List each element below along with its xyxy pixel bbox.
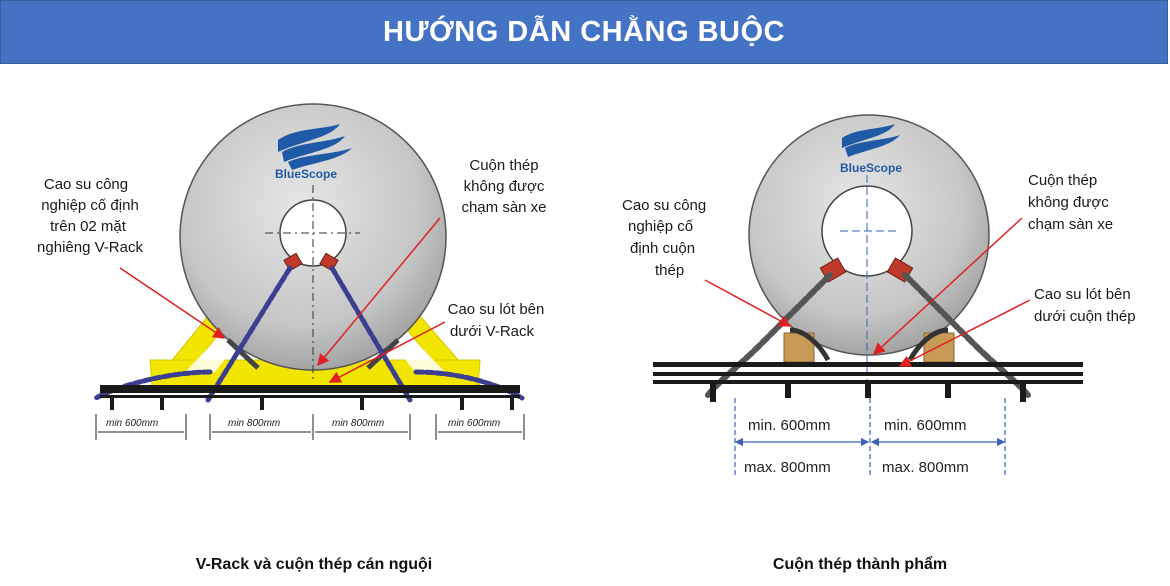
dim-left-2: min 800mm [228, 418, 280, 429]
label-rubber-vrack: Cao su công nghiệp cố định trên 02 mặt n… [37, 176, 143, 256]
svg-text:dưới cuộn thép: dưới cuộn thép [1034, 308, 1136, 325]
label-no-touch-right: Cuộn thép không được chạm sàn xe [1028, 172, 1113, 233]
svg-text:không được: không được [464, 178, 545, 195]
dim-left-1: min 600mm [106, 418, 158, 429]
brand-name-left: BlueScope [275, 167, 337, 181]
caption-left: V-Rack và cuộn thép cán nguội [196, 556, 433, 573]
right-diagram: BlueScope [622, 114, 1136, 573]
dimensions-right [734, 398, 1006, 478]
svg-text:định cuộn: định cuộn [630, 240, 695, 257]
label-pad-left: Cao su lót bên dưới V-Rack [448, 301, 545, 340]
dimensions-left [95, 414, 525, 440]
label-pad-right: Cao su lót bên dưới cuộn thép [1034, 286, 1136, 325]
dim-left-3: min 800mm [332, 418, 384, 429]
svg-text:không được: không được [1028, 194, 1109, 211]
caption-right: Cuộn thép thành phẩm [773, 555, 947, 573]
svg-text:nghiêng V-Rack: nghiêng V-Rack [37, 239, 143, 256]
svg-text:Cao su công: Cao su công [622, 197, 706, 214]
svg-text:Cao su công: Cao su công [44, 176, 128, 193]
label-rubber-coil: Cao su công nghiệp cố định cuộn thép [622, 197, 706, 279]
truck-deck-right [653, 362, 1083, 402]
svg-text:nghiệp cố: nghiệp cố [628, 218, 694, 235]
svg-text:Cuộn thép: Cuộn thép [469, 157, 538, 174]
left-diagram: BlueScope [37, 103, 547, 573]
dim-right-max-1: max. 800mm [744, 459, 831, 476]
dim-left-4: min 600mm [448, 418, 500, 429]
brand-name-right: BlueScope [840, 161, 902, 175]
svg-text:Cao su lót bên: Cao su lót bên [1034, 286, 1131, 303]
dim-right-max-2: max. 800mm [882, 459, 969, 476]
svg-text:Cao su lót bên: Cao su lót bên [448, 301, 545, 318]
svg-text:dưới V-Rack: dưới V-Rack [450, 323, 535, 340]
svg-text:chạm sàn xe: chạm sàn xe [1028, 216, 1113, 233]
svg-text:nghiệp cố định: nghiệp cố định [41, 197, 139, 214]
chains-left [93, 265, 525, 403]
label-no-touch-left: Cuộn thép không được chạm sàn xe [461, 157, 546, 216]
page-title: HƯỚNG DẪN CHẰNG BUỘC [383, 15, 785, 48]
truck-deck-left [100, 385, 520, 410]
dim-right-min-2: min. 600mm [884, 417, 967, 434]
svg-text:chạm sàn xe: chạm sàn xe [461, 199, 546, 216]
svg-text:trên 02 mặt: trên 02 mặt [50, 218, 127, 235]
bluescope-logo-left: BlueScope [275, 124, 352, 181]
dim-right-min-1: min. 600mm [748, 417, 831, 434]
bluescope-logo-right: BlueScope [840, 124, 902, 175]
title-banner: HƯỚNG DẪN CHẰNG BUỘC [0, 0, 1168, 64]
svg-text:Cuộn thép: Cuộn thép [1028, 172, 1097, 189]
svg-text:thép: thép [655, 262, 684, 279]
